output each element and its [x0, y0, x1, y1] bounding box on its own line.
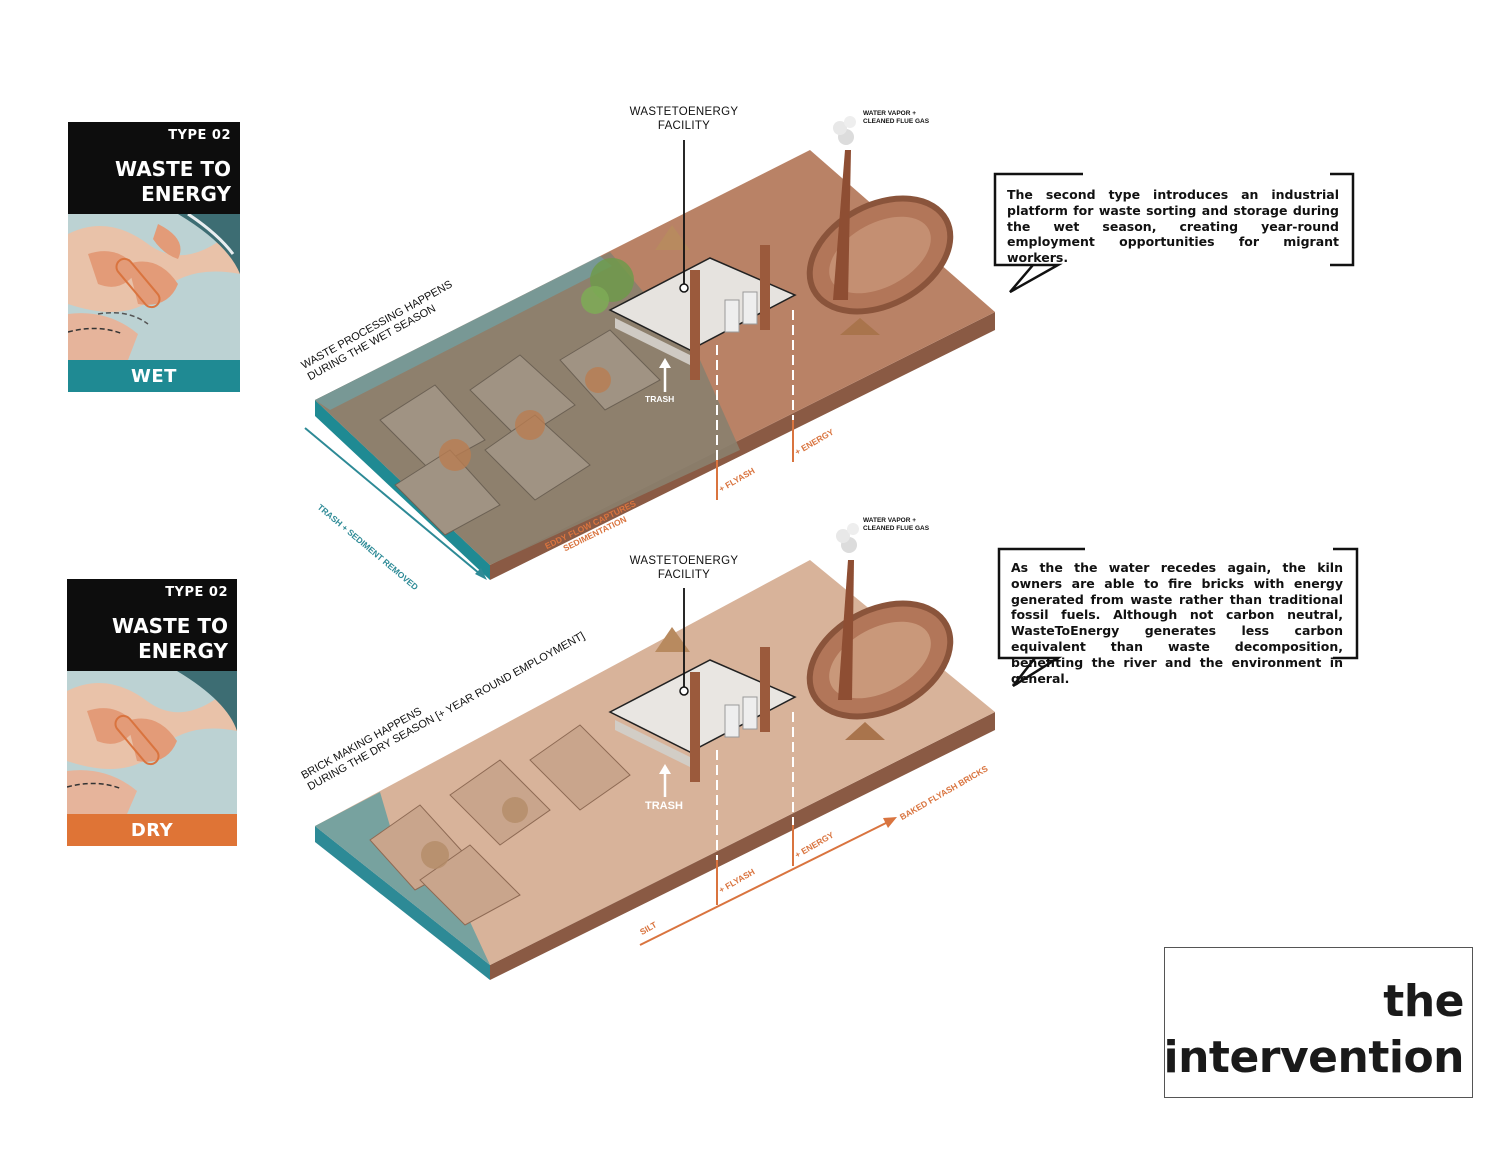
card-wet-season: WET — [68, 360, 240, 392]
card-wet-header: TYPE 02 WASTE TO ENERGY — [68, 122, 240, 214]
wet-site-block — [304, 116, 995, 580]
section-title-box: the intervention — [1164, 947, 1473, 1098]
card-dry-title-line2: ENERGY — [138, 639, 228, 663]
card-dry: TYPE 02 WASTE TO ENERGY DRY — [67, 579, 237, 846]
dry-canopies — [369, 724, 631, 926]
dry-facility-line1: WASTETOENERGY — [629, 555, 739, 567]
dry-vapor-label: WATER VAPOR + CLEANED FLUE GAS — [863, 517, 929, 533]
callout-dry-text: As the the water recedes again, the kiln… — [1011, 560, 1343, 686]
map-dry-graphic — [67, 671, 237, 814]
card-dry-header: TYPE 02 WASTE TO ENERGY — [67, 579, 237, 671]
wet-facility-line1: WASTETOENERGY — [629, 106, 739, 118]
wet-vapor-line2: CLEANED FLUE GAS — [863, 118, 930, 125]
wet-facility-label: WASTETOENERGY FACILITY — [620, 105, 748, 133]
dry-site-block — [315, 523, 995, 980]
dry-vapor-line2: CLEANED FLUE GAS — [863, 525, 930, 532]
card-wet-title-line1: WASTE TO — [115, 157, 231, 181]
card-wet-title: WASTE TO ENERGY — [68, 157, 231, 207]
card-wet-title-line2: ENERGY — [141, 182, 231, 206]
wet-trash-label: TRASH — [645, 394, 675, 404]
dry-facility-label: WASTETOENERGY FACILITY — [620, 554, 748, 582]
callout-dry-frame — [997, 547, 1359, 688]
card-dry-title-line1: WASTE TO — [112, 614, 228, 638]
section-title-line1: the — [1383, 976, 1464, 1027]
wet-facility-line2: FACILITY — [657, 120, 711, 132]
card-wet: TYPE 02 WASTE TO ENERGY WET — [68, 122, 240, 392]
card-wet-map — [68, 214, 240, 360]
card-dry-title: WASTE TO ENERGY — [67, 614, 228, 664]
section-title-line2: intervention — [1163, 1032, 1465, 1083]
dry-vapor-line1: WATER VAPOR + — [863, 517, 917, 524]
dry-trash-label: TRASH — [645, 800, 683, 812]
map-wet-graphic — [68, 214, 240, 360]
card-wet-type: TYPE 02 — [168, 128, 231, 143]
card-dry-type: TYPE 02 — [165, 585, 228, 600]
wet-vapor-label: WATER VAPOR + CLEANED FLUE GAS — [863, 110, 929, 126]
callout-wet-frame — [993, 172, 1355, 294]
card-dry-season: DRY — [67, 814, 237, 846]
wet-vapor-line1: WATER VAPOR + — [863, 110, 917, 117]
dry-facility-line2: FACILITY — [657, 569, 711, 581]
card-dry-map — [67, 671, 237, 814]
callout-wet-text: The second type introduces an industrial… — [1007, 187, 1339, 266]
